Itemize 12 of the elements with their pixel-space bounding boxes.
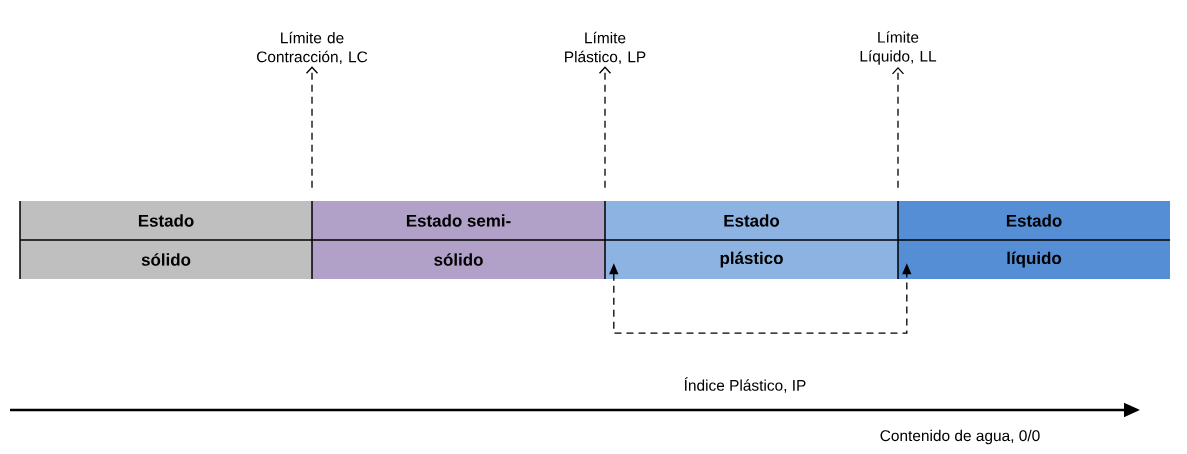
arrow xyxy=(305,66,319,189)
arrow xyxy=(891,66,905,189)
limit-label: Límite de Contracción, LC xyxy=(257,31,368,65)
axis-label: Contenido de agua, 0/0 xyxy=(880,429,1040,445)
state-cell: Estado sólido xyxy=(20,201,312,279)
axis-label: Índice Plástico, IP xyxy=(684,377,806,393)
limit-label: Límite Líquido, LL xyxy=(860,31,937,65)
state-cell: Estado semi- sólido xyxy=(312,201,605,279)
state-cell: Estado plástico xyxy=(605,201,898,279)
limit-label: Límite Plástico, LP xyxy=(565,31,646,65)
arrow xyxy=(598,66,612,189)
state-cell: Estado líquido xyxy=(898,201,1170,279)
